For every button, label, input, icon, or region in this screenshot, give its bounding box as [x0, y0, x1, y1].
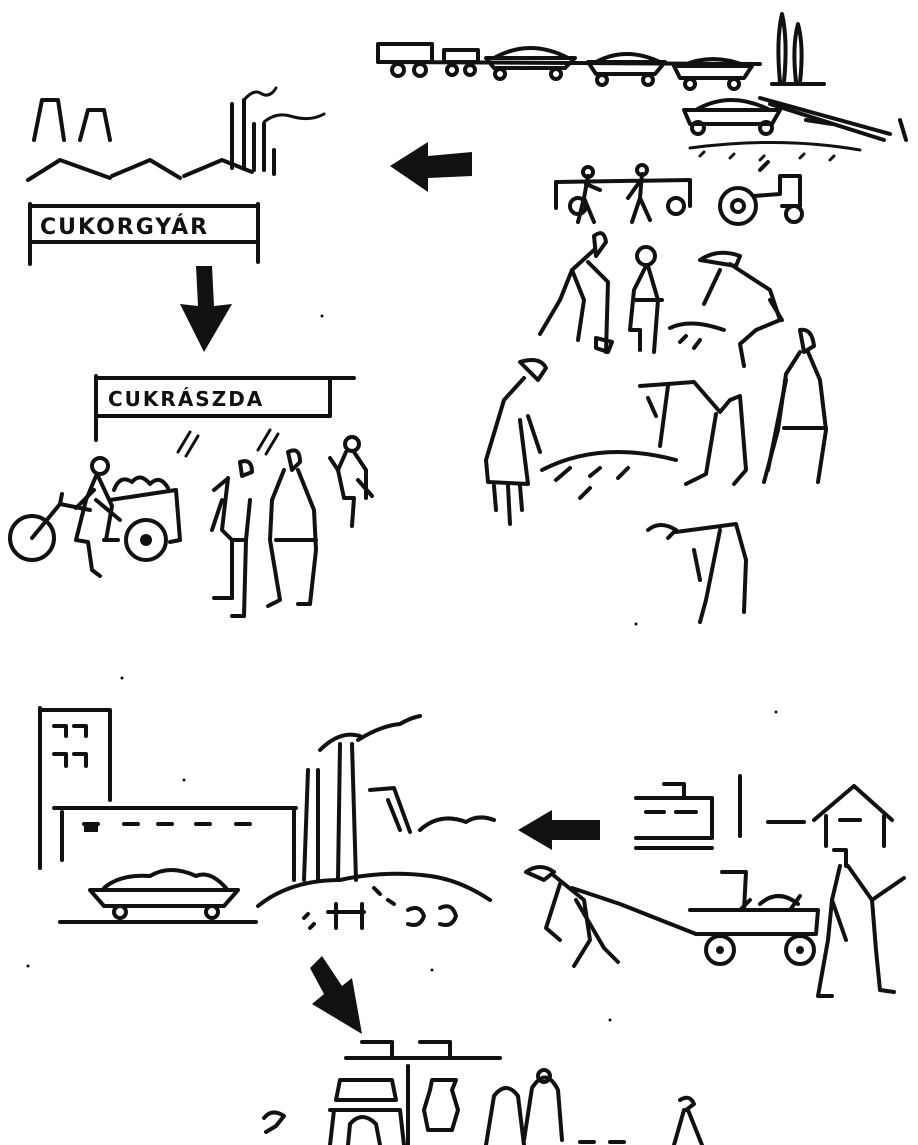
sugar-factory-sign-text: CUKORGYÁR	[40, 214, 209, 240]
arrow-down-bottom	[310, 956, 362, 1034]
sugar-factory	[28, 88, 324, 180]
confectionery-sign: CUKRÁSZDA	[96, 376, 354, 456]
market-scene-bottom	[264, 1042, 702, 1145]
tractor-workers-bottom	[526, 850, 904, 996]
farm-buildings	[636, 776, 892, 848]
arrow-left-bottom	[518, 810, 600, 850]
bending-worker	[648, 524, 746, 622]
factory-bottom	[40, 708, 494, 928]
tractor-trailer-top	[556, 162, 802, 224]
arrow-down-top	[180, 266, 232, 352]
confectionery-customers	[212, 437, 372, 616]
sugar-factory-sign: CUKORGYÁR	[30, 204, 258, 264]
ice-cream-cart	[10, 458, 180, 576]
confectionery-sign-text: CUKRÁSZDA	[108, 387, 264, 411]
arrow-left-top	[390, 142, 472, 192]
train-wagons	[378, 14, 824, 89]
field-workers	[486, 233, 826, 524]
unloading-platform	[684, 98, 906, 160]
